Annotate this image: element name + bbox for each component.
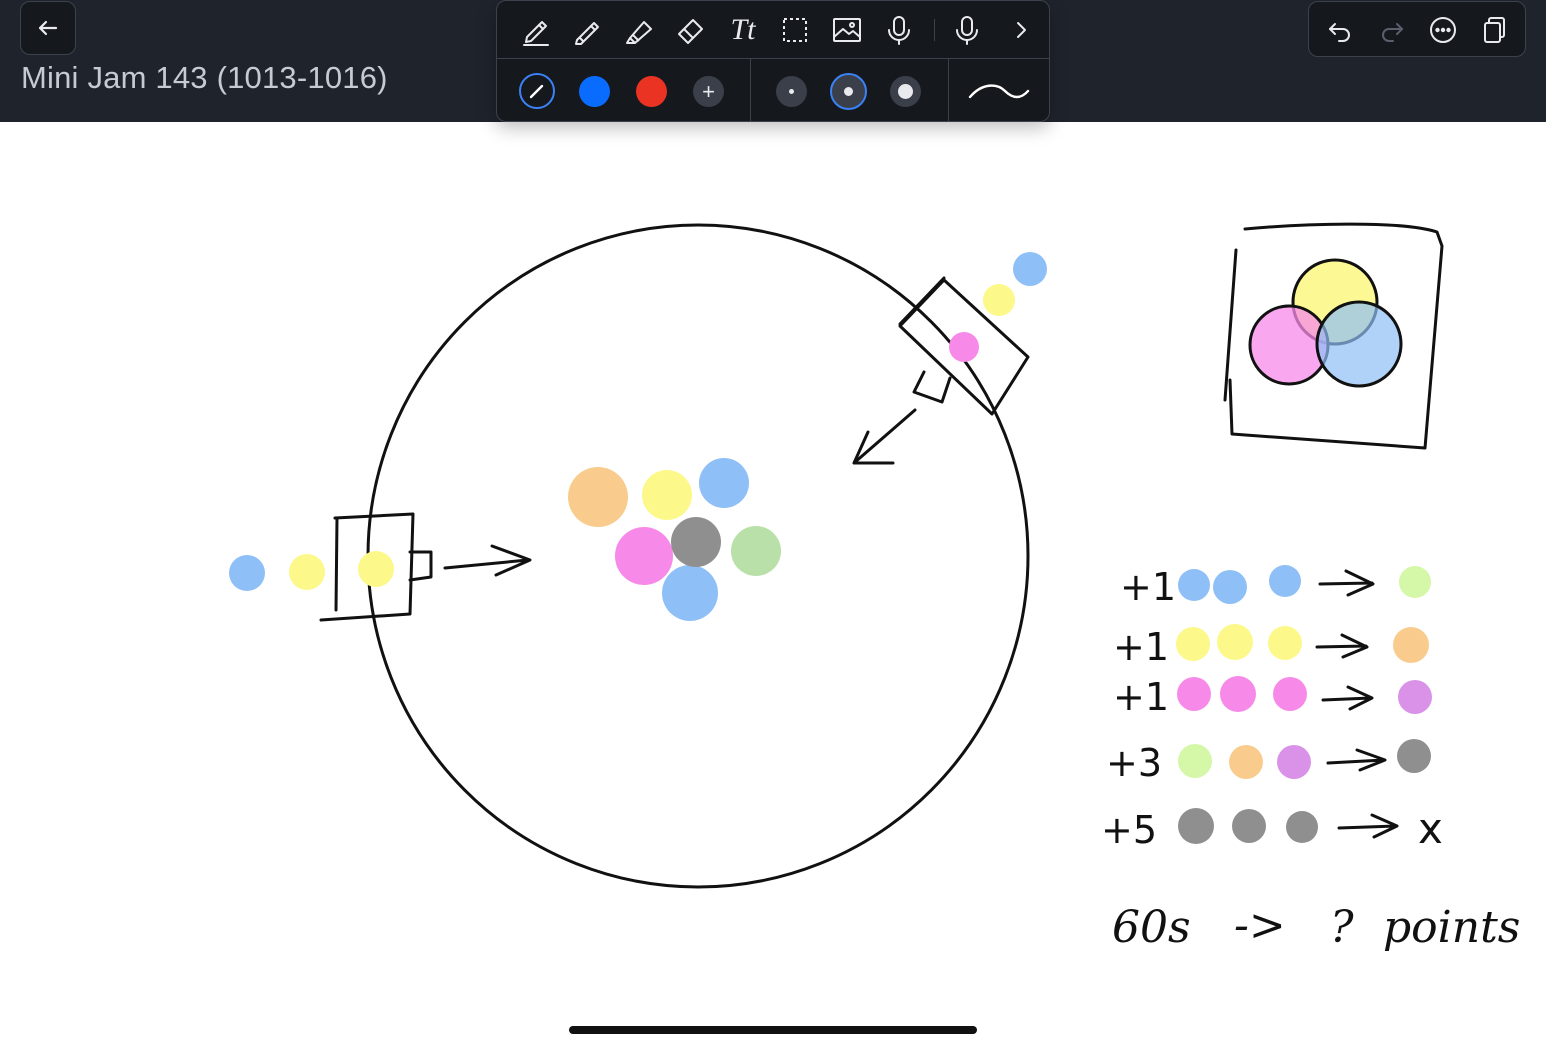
dot-gray xyxy=(1232,809,1266,843)
dot-pink xyxy=(1220,676,1256,712)
color-swatch-red[interactable] xyxy=(636,76,667,107)
stroke-dot xyxy=(789,89,794,94)
ball-yellow xyxy=(289,554,325,590)
dot-blue xyxy=(1213,570,1247,604)
eraser-icon[interactable] xyxy=(671,10,711,50)
right-arrow xyxy=(852,408,917,465)
smooth-curve-icon xyxy=(968,84,1030,99)
dot-yellow xyxy=(1268,626,1302,660)
dot-gray xyxy=(1286,811,1318,843)
pages-icon[interactable] xyxy=(1475,11,1513,49)
dot-blue xyxy=(1269,565,1301,597)
options-separator-2 xyxy=(948,59,949,121)
microphone-record-icon[interactable] xyxy=(947,10,987,50)
color-swatch-dark[interactable] xyxy=(519,73,555,109)
ball-blue xyxy=(229,555,265,591)
rule-points: +3 xyxy=(1106,741,1162,785)
dot-lime xyxy=(1178,744,1212,778)
chevron-right-icon[interactable] xyxy=(1002,10,1042,50)
venn-diagram xyxy=(1248,258,1403,388)
blob-yellow xyxy=(642,470,692,520)
blob-orange xyxy=(568,467,628,527)
color-swatch-blue[interactable] xyxy=(579,76,610,107)
image-icon[interactable] xyxy=(827,10,867,50)
arrow-left-icon xyxy=(38,20,58,36)
blob-green xyxy=(731,526,781,576)
add-color-button[interactable]: + xyxy=(693,76,724,107)
right-cannon xyxy=(898,276,1030,416)
stroke-size-large[interactable] xyxy=(890,76,921,107)
left-arrow xyxy=(443,544,532,577)
dot-result xyxy=(1393,627,1429,663)
dot-result xyxy=(1399,566,1431,598)
blob-blue xyxy=(699,458,749,508)
more-icon[interactable] xyxy=(1424,11,1462,49)
left-cannon xyxy=(319,512,433,622)
microphone-icon[interactable] xyxy=(879,10,919,50)
rule-points: +5 xyxy=(1101,808,1157,852)
back-button[interactable] xyxy=(20,1,76,55)
dot-yellow xyxy=(1217,624,1253,660)
highlighter-icon[interactable] xyxy=(619,10,659,50)
blob-blue xyxy=(662,565,718,621)
note-time: 60s xyxy=(1112,902,1191,953)
document-title[interactable]: Mini Jam 143 (1013-1016) xyxy=(21,60,388,95)
options-separator-1 xyxy=(750,59,751,121)
stroke-dot xyxy=(844,87,853,96)
tool-row: Tt xyxy=(497,1,1049,59)
undo-icon[interactable] xyxy=(1321,11,1359,49)
dot-orange xyxy=(1229,745,1263,779)
note-points: points xyxy=(1383,902,1520,953)
dot-yellow xyxy=(1176,627,1210,661)
drawing-toolbox: Tt xyxy=(496,0,1050,122)
blob-gray xyxy=(671,517,721,567)
stroke-size-small[interactable] xyxy=(776,76,807,107)
note-question: ? xyxy=(1330,902,1354,953)
dot-pink xyxy=(1177,677,1211,711)
dot-purple xyxy=(1277,745,1311,779)
text-tool-icon[interactable]: Tt xyxy=(730,13,756,46)
lasso-select-icon[interactable] xyxy=(775,10,815,50)
note-arrow: -> xyxy=(1234,900,1286,951)
pen-icon[interactable] xyxy=(515,10,555,50)
rule-points: +1 xyxy=(1113,625,1169,669)
rule-arrows xyxy=(1315,569,1399,839)
top-bar: Mini Jam 143 (1013-1016) Tt xyxy=(0,0,1546,122)
stroke-size-medium[interactable] xyxy=(830,73,867,110)
stroke-style-button[interactable] xyxy=(967,77,1031,105)
rule-points: +1 xyxy=(1120,565,1176,609)
ball-yellow xyxy=(358,551,394,587)
pen-small-icon xyxy=(529,84,544,99)
dot-result xyxy=(1397,739,1431,773)
ball-blue xyxy=(1013,252,1047,286)
tool-options-row: + xyxy=(497,59,1049,121)
tool-separator xyxy=(934,19,935,41)
dot-pink xyxy=(1273,677,1307,711)
drawing-canvas[interactable]: +1 +1 +1 +3 +5 xyxy=(0,122,1546,1044)
pencil-icon[interactable] xyxy=(567,10,607,50)
rule-x: x xyxy=(1418,804,1443,853)
dot-blue xyxy=(1178,569,1210,601)
stroke-dot xyxy=(898,84,913,99)
action-bar xyxy=(1308,1,1526,57)
dot-result xyxy=(1398,680,1432,714)
blob-pink xyxy=(615,527,673,585)
venn-box xyxy=(1223,222,1444,450)
sketch-drawing: +1 +1 +1 +3 +5 xyxy=(229,222,1520,953)
dot-gray xyxy=(1178,808,1214,844)
home-indicator[interactable] xyxy=(569,1026,977,1034)
rule-points: +1 xyxy=(1113,675,1169,719)
ball-yellow xyxy=(983,284,1015,316)
ball-pink xyxy=(949,332,979,362)
redo-icon[interactable] xyxy=(1373,11,1411,49)
